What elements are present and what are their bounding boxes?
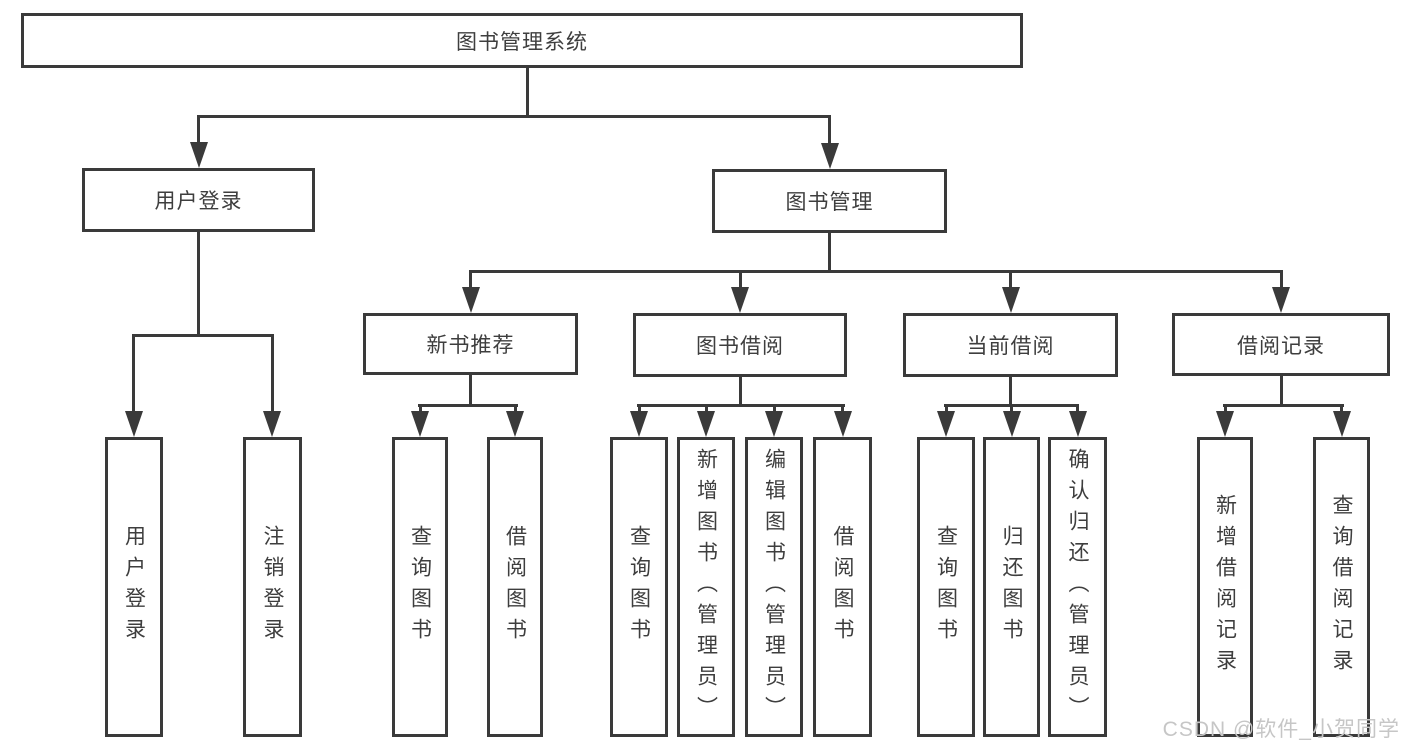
leaf-label: 注销登录 bbox=[261, 525, 284, 649]
arrowhead-icon bbox=[462, 287, 480, 313]
arrowhead-icon bbox=[937, 411, 955, 437]
leaf-label: 用户登录 bbox=[122, 525, 146, 649]
node-new-book-recommendation: 新书推荐 bbox=[363, 313, 578, 375]
connector-line bbox=[197, 115, 831, 118]
node-user-login: 用户登录 bbox=[82, 168, 315, 232]
node-label: 借阅记录 bbox=[1237, 334, 1325, 358]
arrowhead-icon bbox=[1216, 411, 1234, 437]
arrowhead-icon bbox=[731, 287, 749, 313]
leaf-add-books-admin: 新增图书（管理员） bbox=[677, 437, 735, 737]
connector-line bbox=[739, 272, 742, 290]
leaf-label: 借阅图书 bbox=[831, 525, 854, 649]
connector-line bbox=[637, 404, 845, 407]
node-book-borrowing: 图书借阅 bbox=[633, 313, 847, 377]
node-label: 当前借阅 bbox=[966, 335, 1055, 358]
leaf-query-books-current: 查询图书 bbox=[917, 437, 975, 737]
connector-line bbox=[418, 404, 518, 407]
connector-line bbox=[1009, 272, 1012, 290]
leaf-edit-books-admin: 编辑图书（管理员） bbox=[745, 437, 803, 737]
leaf-return-books: 归还图书 bbox=[983, 437, 1040, 737]
arrowhead-icon bbox=[834, 411, 852, 437]
leaf-label: 查询图书 bbox=[934, 525, 958, 649]
node-label: 图书借阅 bbox=[696, 335, 784, 358]
node-book-management: 图书管理 bbox=[712, 169, 947, 233]
arrowhead-icon bbox=[1272, 287, 1290, 313]
leaf-query-books-borrowing: 查询图书 bbox=[610, 437, 668, 737]
arrowhead-icon bbox=[1003, 411, 1021, 437]
arrowhead-icon bbox=[1069, 411, 1087, 437]
leaf-add-borrow-record: 新增借阅记录 bbox=[1197, 437, 1253, 737]
arrowhead-icon bbox=[697, 411, 715, 437]
leaf-label: 编辑图书（管理员） bbox=[762, 447, 786, 727]
leaf-label: 新增借阅记录 bbox=[1213, 494, 1237, 680]
leaf-borrow-books: 借阅图书 bbox=[813, 437, 872, 737]
leaf-label: 归还图书 bbox=[1000, 525, 1023, 649]
leaf-query-borrow-record: 查询借阅记录 bbox=[1313, 437, 1370, 737]
connector-line bbox=[271, 336, 274, 414]
watermark: CSDN @软件_小贺同学 bbox=[1162, 718, 1400, 741]
leaf-label: 新增图书（管理员） bbox=[694, 447, 718, 727]
connector-line bbox=[469, 270, 1283, 273]
leaf-label: 确认归还（管理员） bbox=[1066, 447, 1089, 727]
leaf-label: 查询图书 bbox=[408, 525, 432, 649]
arrowhead-icon bbox=[821, 143, 839, 169]
connector-line bbox=[132, 336, 135, 414]
connector-line bbox=[197, 117, 200, 146]
arrowhead-icon bbox=[630, 411, 648, 437]
leaf-confirm-return-admin: 确认归还（管理员） bbox=[1048, 437, 1107, 737]
node-label: 图书管理 bbox=[785, 191, 874, 214]
connector-line bbox=[1009, 377, 1012, 406]
leaf-label: 查询借阅记录 bbox=[1330, 494, 1353, 680]
arrowhead-icon bbox=[125, 411, 143, 437]
leaf-label: 借阅图书 bbox=[503, 525, 527, 649]
connector-line bbox=[469, 272, 472, 290]
arrowhead-icon bbox=[1333, 411, 1351, 437]
node-library-management-system: 图书管理系统 bbox=[21, 13, 1023, 68]
connector-line bbox=[197, 232, 200, 336]
connector-line bbox=[1223, 404, 1344, 407]
leaf-query-books-recommend: 查询图书 bbox=[392, 437, 448, 737]
connector-line bbox=[739, 377, 742, 406]
node-label: 用户登录 bbox=[154, 190, 243, 213]
arrowhead-icon bbox=[765, 411, 783, 437]
arrowhead-icon bbox=[506, 411, 524, 437]
connector-line bbox=[828, 117, 831, 146]
connector-line bbox=[469, 375, 472, 406]
leaf-label: 查询图书 bbox=[627, 525, 651, 649]
connector-line bbox=[1280, 375, 1283, 406]
arrowhead-icon bbox=[263, 411, 281, 437]
connector-line bbox=[828, 233, 831, 272]
arrowhead-icon bbox=[1002, 287, 1020, 313]
leaf-user-login: 用户登录 bbox=[105, 437, 163, 737]
leaf-borrow-books-recommend: 借阅图书 bbox=[487, 437, 543, 737]
connector-line bbox=[526, 68, 529, 117]
node-label: 新书推荐 bbox=[426, 334, 515, 357]
connector-line bbox=[944, 404, 1079, 407]
connector-line bbox=[1280, 272, 1283, 290]
node-label: 图书管理系统 bbox=[456, 30, 588, 54]
arrowhead-icon bbox=[411, 411, 429, 437]
connector-line bbox=[132, 334, 274, 337]
node-current-borrowing: 当前借阅 bbox=[903, 313, 1118, 377]
arrowhead-icon bbox=[190, 142, 208, 168]
leaf-logout: 注销登录 bbox=[243, 437, 302, 737]
node-borrowing-records: 借阅记录 bbox=[1172, 313, 1390, 376]
